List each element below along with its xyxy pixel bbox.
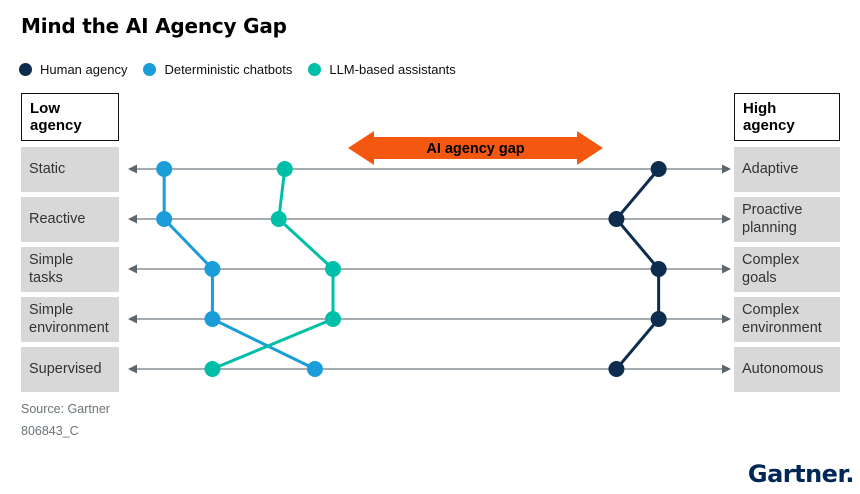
row-label-complex-goals: Complex goals: [734, 247, 840, 292]
document-id: 806843_C: [21, 424, 79, 438]
row-label-adaptive: Adaptive: [734, 147, 840, 192]
row-label-autonomous: Autonomous: [734, 347, 840, 392]
row-label-simple-tasks: Simple tasks: [21, 247, 119, 292]
row-label-supervised: Supervised: [21, 347, 119, 392]
row-label-reactive: Reactive: [21, 197, 119, 242]
low-agency-header: Low agency: [21, 93, 119, 141]
deterministic-chatbots-dot-icon: [143, 63, 157, 76]
legend-item-human-agency: Human agency: [19, 62, 127, 77]
llm-assistants-dot-icon: [308, 63, 322, 76]
row-label-simple-environment: Simple environment: [21, 297, 119, 342]
legend-label: Deterministic chatbots: [164, 62, 293, 77]
row-label-static: Static: [21, 147, 119, 192]
human-agency-dot-icon: [19, 63, 32, 76]
row-label-proactive-planning: Proactive planning: [734, 197, 840, 242]
source-note: Source: Gartner: [21, 402, 110, 416]
svg-text:AI agency gap: AI agency gap: [426, 141, 524, 157]
legend-item-llm-assistants: LLM-based assistants: [308, 62, 456, 77]
legend-item-deterministic-chatbots: Deterministic chatbots: [143, 62, 292, 77]
legend: Human agency Deterministic chatbots LLM-…: [19, 62, 456, 77]
gartner-logo: Gartner.: [747, 460, 855, 488]
legend-label: LLM-based assistants: [329, 62, 456, 77]
row-label-complex-environment: Complex environment: [734, 297, 840, 342]
high-agency-header: High agency: [734, 93, 840, 141]
legend-label: Human agency: [40, 62, 128, 77]
page-title: Mind the AI Agency Gap: [21, 14, 287, 38]
